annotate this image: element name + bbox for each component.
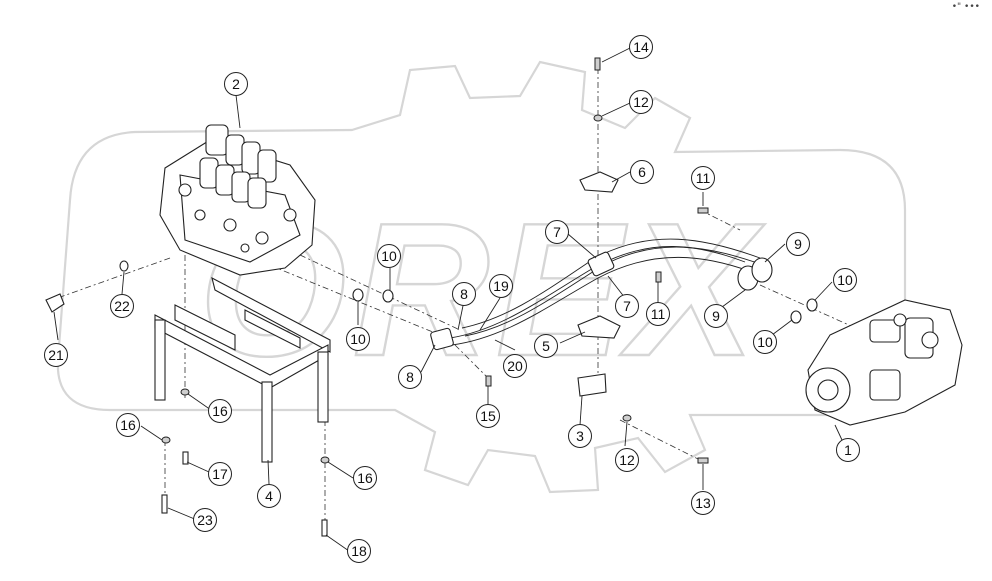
callout-number: 17 [212,466,228,482]
callout-number: 8 [406,369,414,385]
callout-number: 10 [381,248,397,264]
callout-number: 10 [350,331,366,347]
callout-circle [833,268,857,292]
callout-circle [44,343,68,367]
callout-circle [346,327,370,351]
callout-number: 12 [619,452,635,468]
callout-number: 9 [712,308,720,324]
callout-number: 9 [794,236,802,252]
control-valve-block [159,124,316,276]
corner-mark: •" ••• [951,2,980,12]
callout-number: 10 [837,272,853,288]
callout-number: 15 [480,408,496,424]
callout-number: 23 [197,512,213,528]
hardware-items [45,57,818,537]
callout-circle [489,274,513,298]
hose-assembly [430,238,773,351]
callout-circle [452,282,476,306]
callout-number: 8 [460,286,468,302]
callout-circle [353,466,377,490]
callout-circle [534,334,558,358]
callout-number: 16 [212,403,228,419]
callout-circle [691,166,715,190]
callout-number: 2 [232,76,240,92]
callout-circle [347,539,371,563]
callout-number: 20 [507,358,523,374]
callout-circle [208,462,232,486]
callout-number: 5 [542,338,550,354]
callout-circle [503,354,527,378]
callout-circle [377,244,401,268]
callout-number: 6 [638,164,646,180]
callout-circle [193,508,217,532]
callout-circle [110,294,134,318]
callout-circle [629,35,653,59]
callout-circle [786,232,810,256]
callout-number: 11 [696,170,711,186]
callout-circle [545,220,569,244]
callout-circle [836,438,860,462]
callout-number: 19 [493,278,509,294]
callout-number: 3 [576,428,584,444]
callout-circle [615,448,639,472]
watermark-gear [56,60,907,494]
support-frame [154,276,331,463]
callout-number: 16 [120,417,136,433]
callout-number: 1 [844,442,852,458]
callout-number: 18 [351,543,367,559]
hydraulic-pump [805,299,963,426]
callout-circle [753,330,777,354]
callout-circle [630,160,654,184]
callout-number: 4 [265,488,273,504]
callout-circle [116,413,140,437]
callout-circle [691,491,715,515]
callout-number: 14 [633,39,649,55]
callout-number: 22 [114,298,130,314]
callout-circle [476,404,500,428]
callout-number: 12 [633,94,649,110]
callout-number: 16 [357,470,373,486]
callout-number: 7 [623,298,631,314]
callout-number: 13 [695,495,711,511]
callout-circle [568,424,592,448]
callout-circle [646,302,670,326]
callout-circle [208,399,232,423]
callout-circle [398,365,422,389]
callout-circle [704,304,728,328]
callout-number: 11 [651,306,666,322]
callout-circle [224,72,248,96]
callout-circle [257,484,281,508]
callout-number: 21 [48,347,64,363]
clamp-parts [577,171,621,397]
callout-circle [615,294,639,318]
callout-number: 7 [553,224,561,240]
callout-circle [629,90,653,114]
callout-number: 10 [757,334,773,350]
